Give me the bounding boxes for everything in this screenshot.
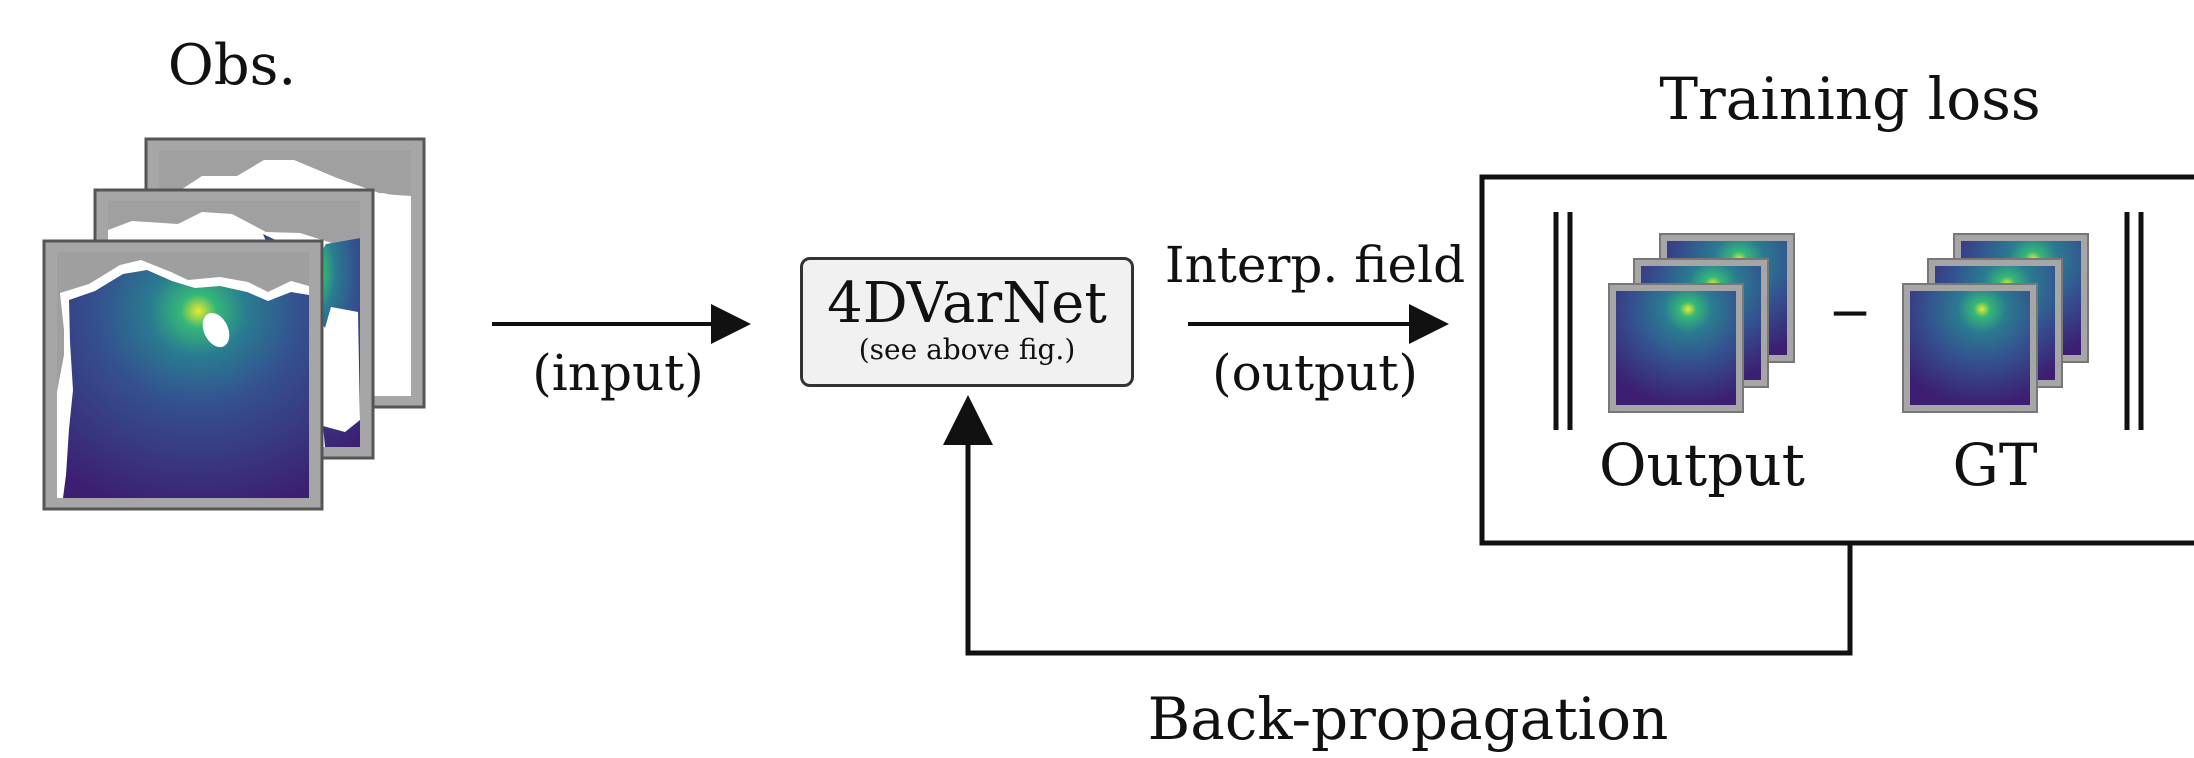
observations-title: Obs. [167,33,297,98]
observation-stack [42,137,426,511]
backpropagation-label: Back-propagation [1147,685,1669,753]
norm-bars-left [1553,212,1573,430]
loss-operator: − [1828,283,1872,343]
loss-box [1479,174,2194,546]
network-note: (see above fig.) [858,333,1076,366]
backprop-arrow [943,395,1853,656]
network-name: 4DVarNet [827,271,1107,336]
gt-stack [1902,233,2089,413]
observation-frame-front [42,239,324,511]
output-term-label: Output [1598,431,1806,499]
output-label: (output) [1212,344,1418,402]
interp-field-label: Interp. field [1164,236,1466,294]
gt-term-label: GT [1952,431,2038,499]
input-label: (input) [532,344,704,402]
output-stack [1608,233,1795,413]
network-box: 4DVarNet (see above fig.) [800,257,1134,387]
norm-bars-right [2124,212,2144,430]
training-loss-title: Training loss [1659,65,2041,133]
